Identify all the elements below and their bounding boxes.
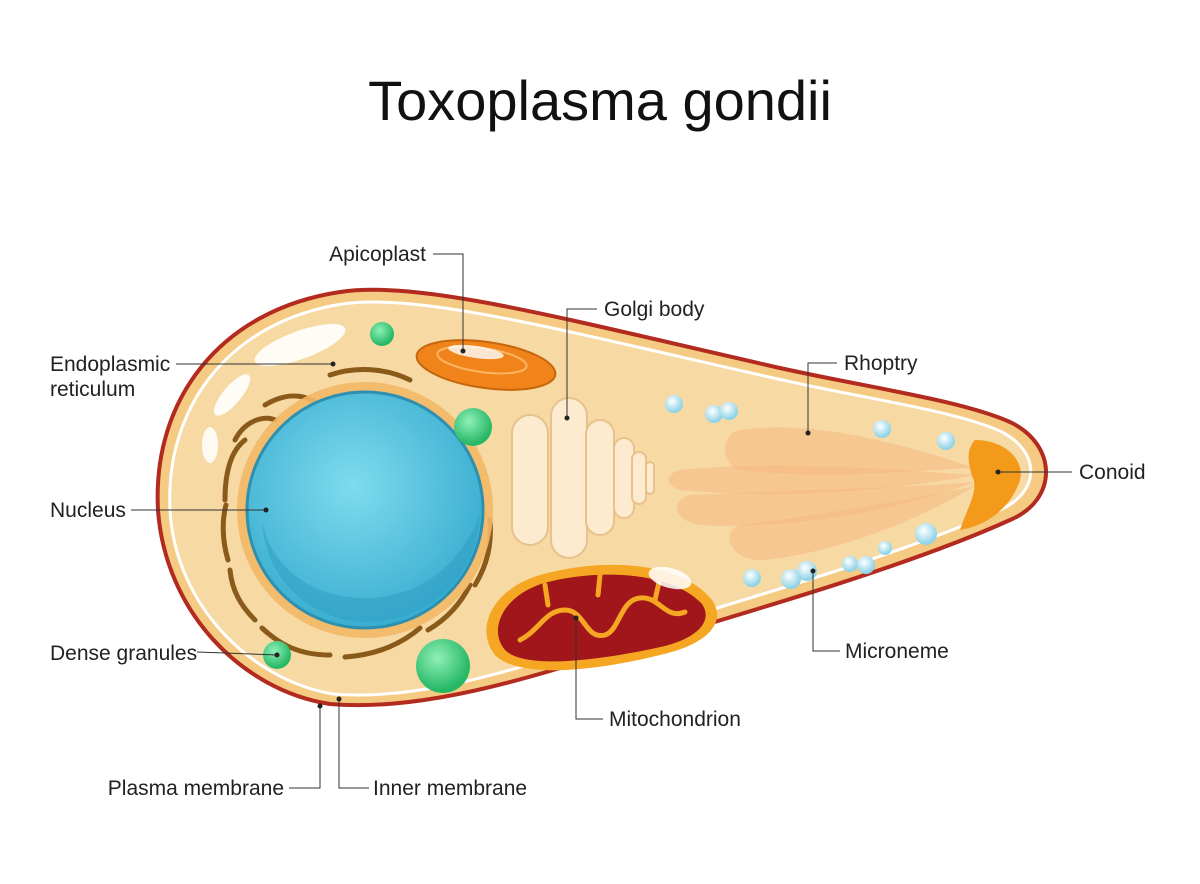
plasma-membrane-leader xyxy=(289,706,321,789)
nucleus xyxy=(237,382,493,638)
label-er-line2: reticulum xyxy=(50,378,135,401)
highlight-shape xyxy=(202,427,218,463)
label-er-line1: Endoplasmic xyxy=(50,353,170,376)
diagram-title: Toxoplasma gondii xyxy=(368,69,832,132)
dense-granules-leader xyxy=(196,651,278,656)
label-microneme: Microneme xyxy=(845,640,949,663)
rhoptry-leader xyxy=(807,362,837,433)
leader-lines xyxy=(131,253,1072,789)
golgi-leader xyxy=(566,308,597,418)
highlight-shape xyxy=(254,323,346,367)
highlight-shape xyxy=(213,374,251,416)
label-plasma-membrane: Plasma membrane xyxy=(108,777,284,800)
microneme-leader xyxy=(812,571,840,652)
label-golgi-body: Golgi body xyxy=(604,298,705,321)
label-nucleus: Nucleus xyxy=(50,499,126,522)
micronemes xyxy=(665,395,955,589)
label-dense-granules: Dense granules xyxy=(50,642,197,665)
dense-granules xyxy=(263,322,492,693)
apicoplast-leader xyxy=(433,253,464,351)
conoid xyxy=(960,440,1021,530)
label-conoid: Conoid xyxy=(1079,461,1146,484)
apicoplast xyxy=(415,339,557,391)
golgi-body xyxy=(511,397,655,559)
label-apicoplast: Apicoplast xyxy=(329,243,426,266)
label-rhoptry: Rhoptry xyxy=(844,352,918,375)
inner-membrane-leader xyxy=(338,699,369,789)
mitochondrion xyxy=(486,564,718,671)
rhoptry xyxy=(668,427,975,560)
mitochondrion-leader xyxy=(575,618,603,720)
label-inner-membrane: Inner membrane xyxy=(373,777,527,800)
label-mitochondrion: Mitochondrion xyxy=(609,708,741,731)
